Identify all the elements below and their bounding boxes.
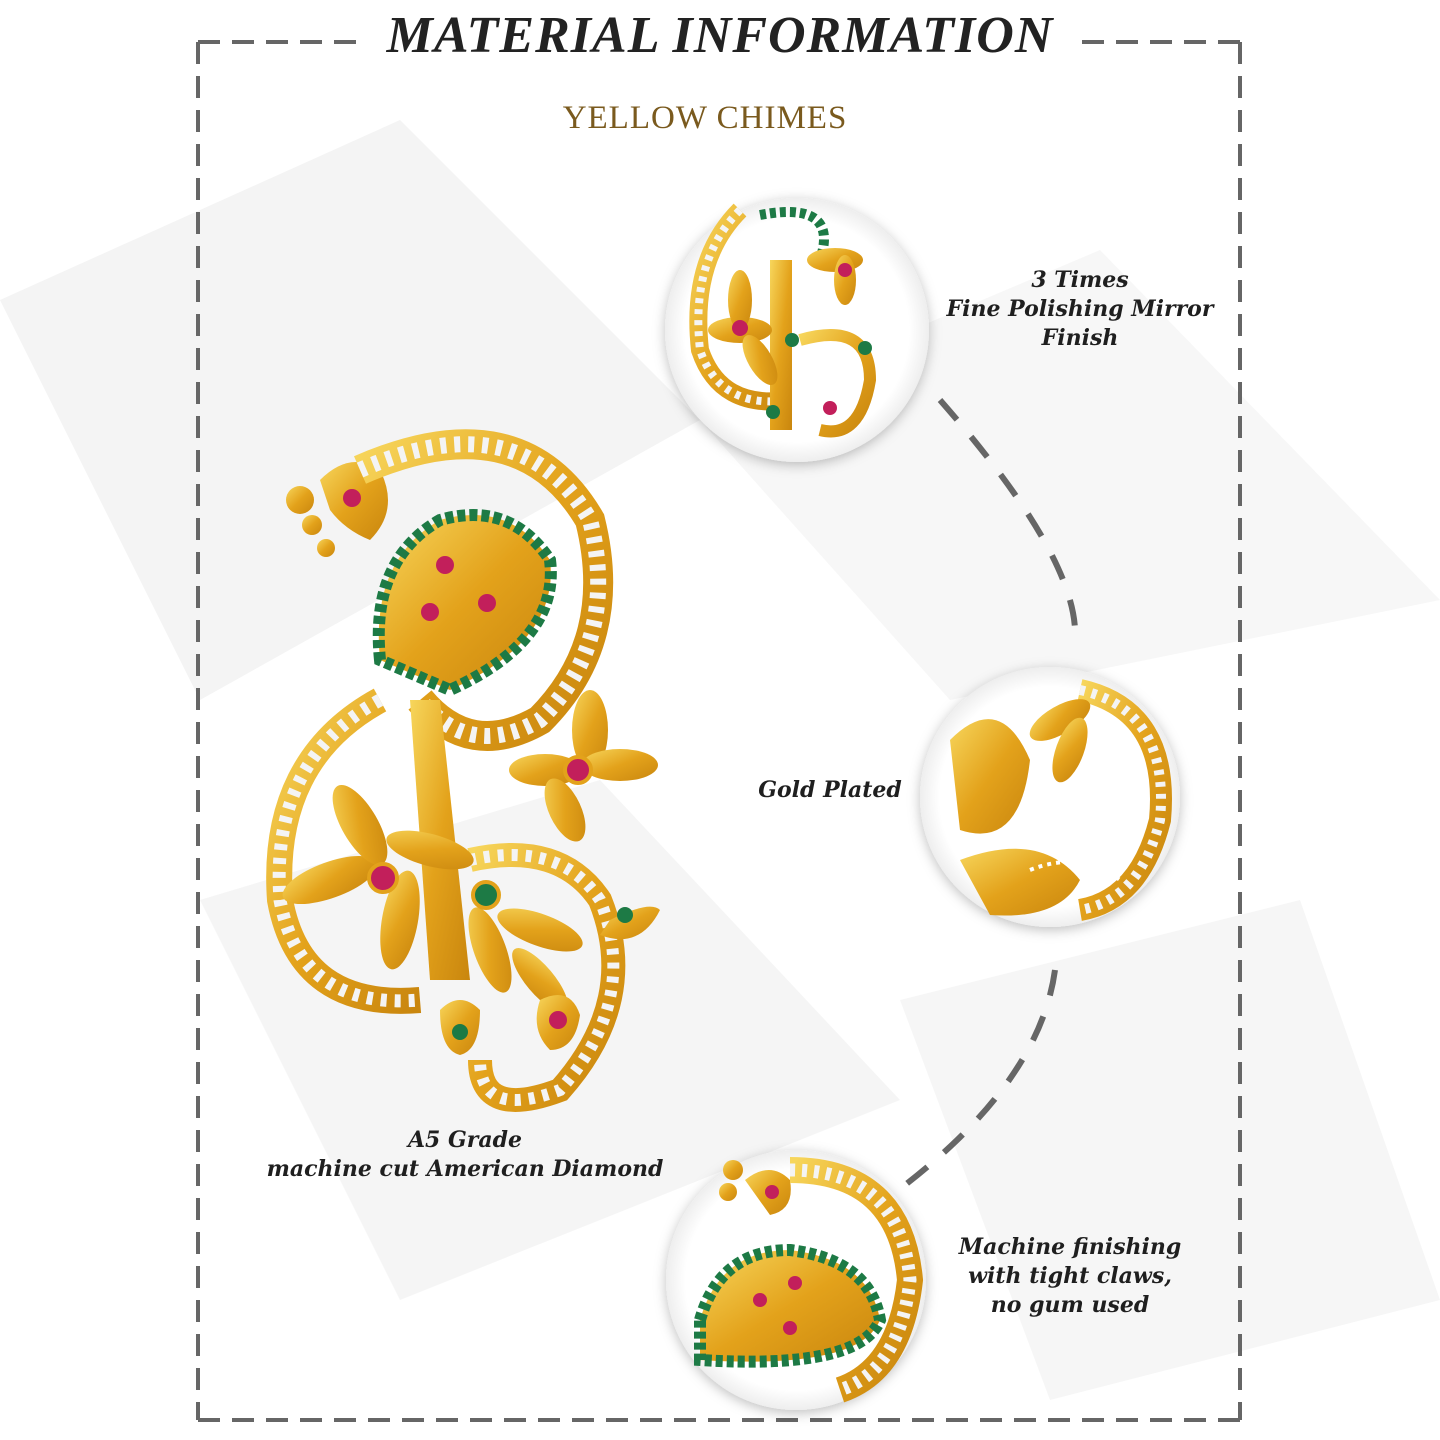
feature-machine-caption: Machine finishing with tight claws, no g… [940,1233,1200,1320]
page-title: MATERIAL INFORMATION [386,7,1054,64]
flower-left [282,785,474,970]
flower-right [509,690,658,842]
feature-machine-line-1: Machine finishing [958,1234,1182,1260]
gold-detail-image [950,679,1172,921]
brand-name: YELLOW CHIMES [562,100,848,136]
feature-polish-line-2: Fine Polishing Mirror [946,296,1214,322]
feature-polish-line-3: Finish [1041,325,1119,351]
feature-machine-line-2: with tight claws, [968,1263,1172,1289]
feature-polish-caption: 3 Times Fine Polishing Mirror Finish [930,266,1230,353]
polish-detail-image [689,203,877,438]
feature-gold-caption: Gold Plated [740,776,920,805]
flower-center [468,880,583,1012]
feature-gold-line-1: Gold Plated [758,777,902,803]
feature-machine-line-3: no gum used [990,1292,1150,1318]
feature-diamond-line-2: machine cut American Diamond [266,1156,664,1182]
machine-detail-image [694,1157,924,1403]
feature-diamond-caption: A5 Grade machine cut American Diamond [250,1126,680,1184]
feature-diamond-line-1: A5 Grade [407,1127,523,1153]
feature-polish-line-1: 3 Times [1031,267,1129,293]
